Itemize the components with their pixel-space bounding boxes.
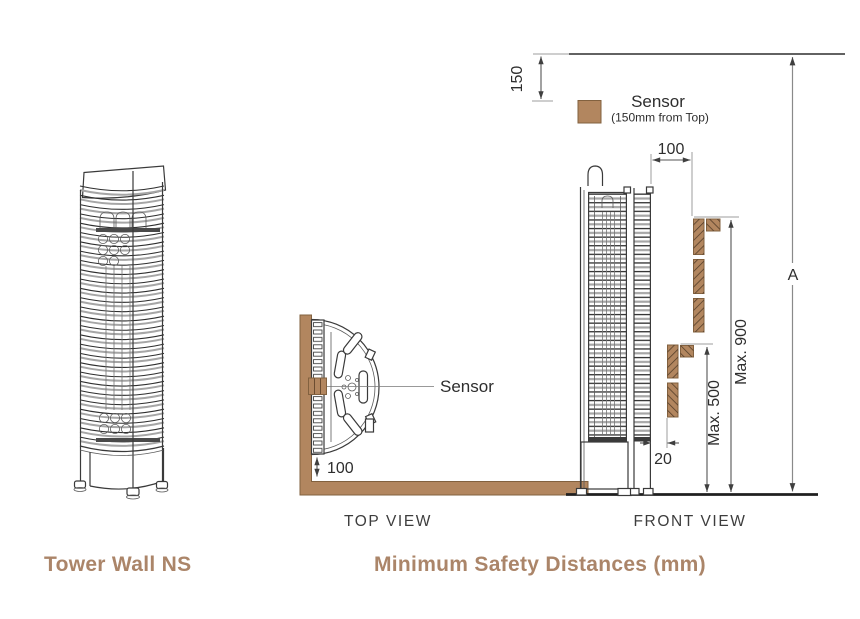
sensor-legend-label: Sensor [631,92,685,111]
upper-wood-panels [693,218,721,333]
front-view-caption: FRONT VIEW [633,513,746,530]
svg-text:Max. 900: Max. 900 [733,319,750,385]
sensor-swatch [577,100,602,124]
diagram-title: Minimum Safety Distances (mm) [374,553,706,576]
pedestal [580,441,629,490]
heater-front-view [575,165,654,497]
backplate [81,165,167,199]
sensor-box [308,377,327,395]
base [79,445,165,490]
dim-side-clearance-100: 100 [650,141,693,216]
top-view-caption: TOP VIEW [344,513,432,530]
dim-total-height-a: A [788,57,799,492]
dim-lower-gap-20: 20 [640,418,679,468]
dim-wall-clearance: 100 [314,457,354,477]
wall-bracket-hook [587,165,604,186]
top-view-figure: Sensor 100 TOP VIEW [299,314,589,530]
svg-text:100: 100 [658,141,685,158]
svg-text:150: 150 [509,66,526,93]
corner-wall [299,314,589,496]
svg-text:A: A [788,267,799,284]
sensor-legend: Sensor (150mm from Top) [577,92,709,125]
svg-text:100: 100 [327,460,354,477]
lower-wood-panels [667,344,694,418]
svg-text:Max. 500: Max. 500 [706,380,723,446]
dim-max-900: Max. 900 [694,216,750,492]
sensor-callout-label: Sensor [440,377,494,396]
dim-max-500: Max. 500 [680,343,723,492]
feet [73,480,169,500]
svg-text:20: 20 [654,451,672,468]
tower-wall-ns-figure [73,165,169,500]
sensor-legend-note: (150mm from Top) [611,111,709,125]
product-title: Tower Wall NS [44,553,191,576]
heating-elements [96,211,160,442]
dim-ceiling-150: 150 [509,56,553,102]
front-view-figure: 150 Sensor (150mm from Top) [509,53,845,530]
